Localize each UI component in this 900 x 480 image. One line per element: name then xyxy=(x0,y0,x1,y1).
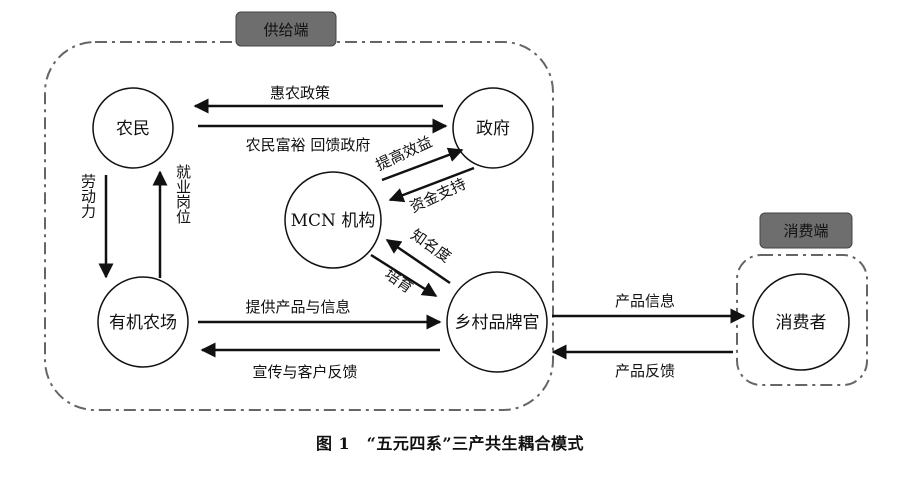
consumer-label: 消费端 xyxy=(783,222,828,240)
node-mcn: MCN 机构 xyxy=(284,171,382,269)
figure-caption: 图 1 “五元四系”三产共生耦合模式 xyxy=(315,434,585,453)
label-product-info: 产品信息 xyxy=(615,292,675,310)
node-government: 政府 xyxy=(452,87,534,169)
label-policy: 惠农政策 xyxy=(270,84,330,102)
node-farm: 有机农场 xyxy=(97,276,189,368)
supply-label: 供给端 xyxy=(263,21,308,39)
arrow-funding xyxy=(388,166,475,203)
arrow-fame xyxy=(385,238,451,285)
node-mcn-label: MCN 机构 xyxy=(291,211,376,231)
node-official: 乡村品牌官 xyxy=(446,271,548,373)
node-farm-label: 有机农场 xyxy=(109,313,177,333)
label-prosperity: 农民富裕 回馈政府 xyxy=(246,136,371,154)
label-product-feedback: 产品反馈 xyxy=(615,362,675,380)
label-benefit: 提高效益 xyxy=(373,133,435,175)
node-consumer-label: 消费者 xyxy=(776,313,827,333)
consumer-badge: 消费端 xyxy=(759,212,853,249)
supply-badge: 供给端 xyxy=(235,11,337,47)
node-government-label: 政府 xyxy=(476,119,510,139)
node-consumer: 消费者 xyxy=(752,273,850,371)
consumer-region xyxy=(736,254,868,386)
label-cultivate: 培育 xyxy=(381,265,416,297)
arrow-benefit xyxy=(381,147,464,182)
label-provide: 提供产品与信息 xyxy=(245,298,350,316)
node-official-label: 乡村品牌官 xyxy=(455,313,540,333)
arrow-cultivate xyxy=(370,253,438,298)
node-farmer-label: 农民 xyxy=(116,119,150,139)
label-promo: 宣传与客户反馈 xyxy=(252,363,357,381)
node-farmer: 农民 xyxy=(92,87,174,169)
label-jobs: 就业岗位 xyxy=(174,164,192,224)
label-labor: 劳动力 xyxy=(79,174,97,220)
